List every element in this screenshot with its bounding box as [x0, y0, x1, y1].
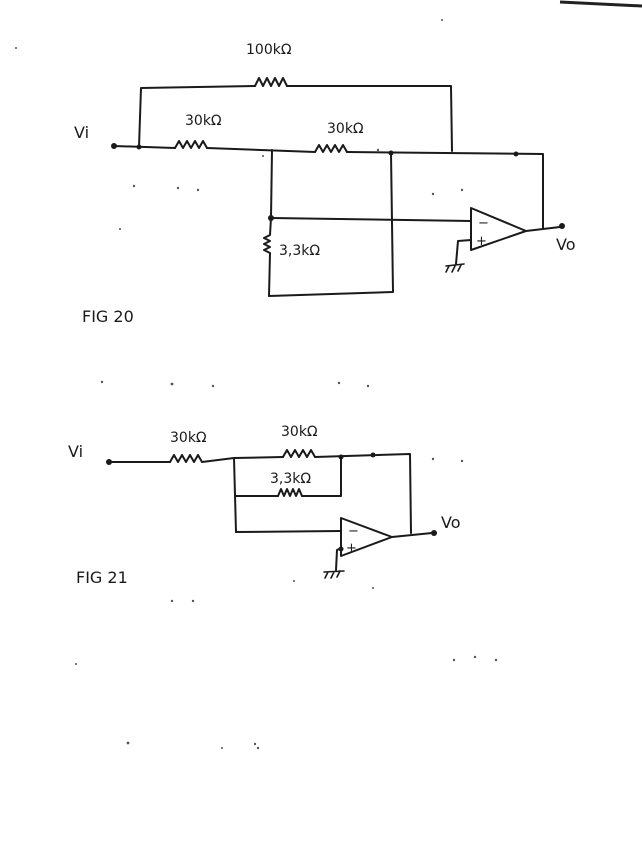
fig21-opamp-minus: − — [348, 524, 359, 539]
fig20-input-label: Vi — [74, 123, 89, 142]
fig20-opamp — [470, 207, 527, 251]
fig21-label-feedback-30k: 30kΩ — [281, 424, 318, 440]
fig20-wire-plus-ground — [455, 239, 472, 265]
fig20-wire-shunt-loop — [268, 152, 394, 297]
fig21-resistor-feedback-30k — [282, 449, 316, 458]
fig20-feedback-wire-right — [286, 85, 453, 152]
fig21-label-parallel-3k3: 3,3kΩ — [270, 471, 311, 487]
fig21-label-input-30k: 30kΩ — [170, 430, 207, 446]
fig20-wire-to-output-bus — [346, 151, 544, 229]
figure-20: Vi 100kΩ 30kΩ 30kΩ 3,3kΩ − + — [74, 42, 576, 326]
fig20-feedback-wire-left — [138, 85, 256, 148]
fig20-label-series-30k: 30kΩ — [327, 121, 364, 137]
fig21-output-label: Vo — [441, 513, 461, 532]
fig21-node-b — [370, 452, 376, 458]
fig20-wire-node-a — [206, 147, 316, 153]
fig21-opamp — [340, 517, 393, 557]
fig21-input-label: Vi — [68, 442, 83, 461]
fig20-wire-node-a-down — [270, 149, 273, 219]
fig21-resistor-input-30k — [169, 454, 203, 463]
fig20-label-shunt-3k3: 3,3kΩ — [279, 243, 320, 259]
scan-specks — [15, 19, 498, 750]
fig20-opamp-minus: − — [478, 216, 489, 231]
fig20-output-label: Vo — [556, 235, 576, 254]
paper-edge — [559, 0, 642, 8]
fig20-output-terminal — [559, 223, 565, 229]
fig21-opamp-plus: + — [346, 541, 357, 556]
fig21-caption: FIG 21 — [76, 568, 128, 587]
fig20-resistor-input-30k — [174, 140, 208, 149]
fig20-ground-icon — [445, 263, 465, 273]
fig21-ground-icon — [323, 570, 345, 579]
fig20-caption: FIG 20 — [82, 307, 134, 326]
fig20-label-100k: 100kΩ — [246, 42, 292, 58]
fig21-wire-node — [201, 457, 235, 463]
fig21-wire-top-right — [314, 453, 412, 534]
fig20-opamp-plus: + — [476, 234, 487, 249]
fig21-wire-output — [391, 532, 433, 538]
figure-21: Vi 30kΩ 30kΩ 3,3kΩ − + Vo FIG 21 — [68, 424, 461, 587]
fig20-input-wire — [113, 145, 176, 149]
fig20-label-input-30k: 30kΩ — [185, 113, 222, 129]
fig20-resistor-shunt-3k3 — [263, 217, 272, 297]
fig20-resistor-100k — [254, 77, 288, 87]
fig21-wire-parallel-right — [301, 456, 342, 497]
fig20-wire-output — [525, 226, 561, 232]
fig21-wire-to-minus — [235, 530, 342, 533]
fig20-node-c — [513, 151, 519, 157]
fig20-wire-to-minus — [270, 217, 472, 222]
fig21-node-plus — [338, 546, 344, 552]
fig21-output-terminal — [431, 530, 437, 536]
fig20-resistor-series-30k — [314, 144, 348, 153]
fig21-wire-top-left — [233, 456, 284, 459]
fig21-resistor-parallel-3k3 — [277, 488, 303, 497]
